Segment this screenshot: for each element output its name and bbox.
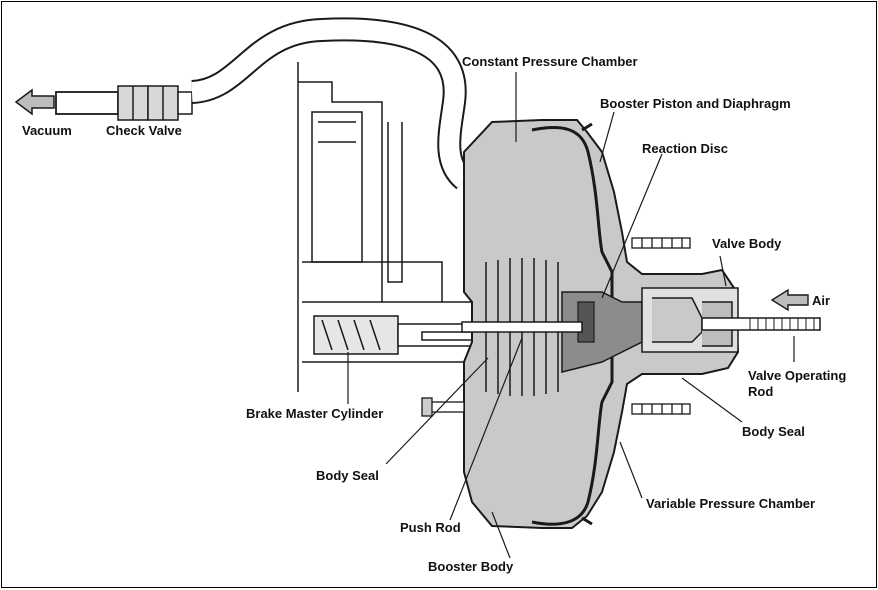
label-booster-piston-diaphragm: Booster Piston and Diaphragm: [600, 96, 791, 111]
label-valve-body: Valve Body: [712, 236, 782, 251]
push-rod: [461, 321, 583, 333]
label-constant-pressure-chamber: Constant Pressure Chamber: [462, 54, 638, 69]
label-brake-master-cylinder: Brake Master Cylinder: [246, 406, 384, 421]
valve-operating-rod: [701, 317, 821, 331]
label-body-seal-left: Body Seal: [316, 468, 379, 483]
check-valve: [117, 85, 193, 121]
label-check-valve: Check Valve: [106, 123, 182, 138]
mounting-studs: [421, 237, 691, 417]
label-push-rod: Push Rod: [400, 520, 461, 535]
vacuum-arrow-icon: [14, 88, 55, 116]
label-air: Air: [812, 293, 831, 308]
label-valve-operating-rod: Valve Operating Rod: [748, 368, 847, 399]
valve-body: [641, 287, 739, 353]
master-cylinder-housing: [297, 62, 479, 392]
vacuum-hose-left: [55, 91, 119, 115]
label-vacuum: Vacuum: [22, 123, 72, 138]
label-variable-pressure-chamber: Variable Pressure Chamber: [646, 496, 816, 511]
air-arrow-icon: [770, 288, 809, 312]
label-body-seal-right: Body Seal: [742, 424, 805, 439]
label-booster-body: Booster Body: [428, 559, 514, 574]
leader-lines: [347, 72, 795, 559]
label-reaction-disc: Reaction Disc: [642, 141, 728, 156]
